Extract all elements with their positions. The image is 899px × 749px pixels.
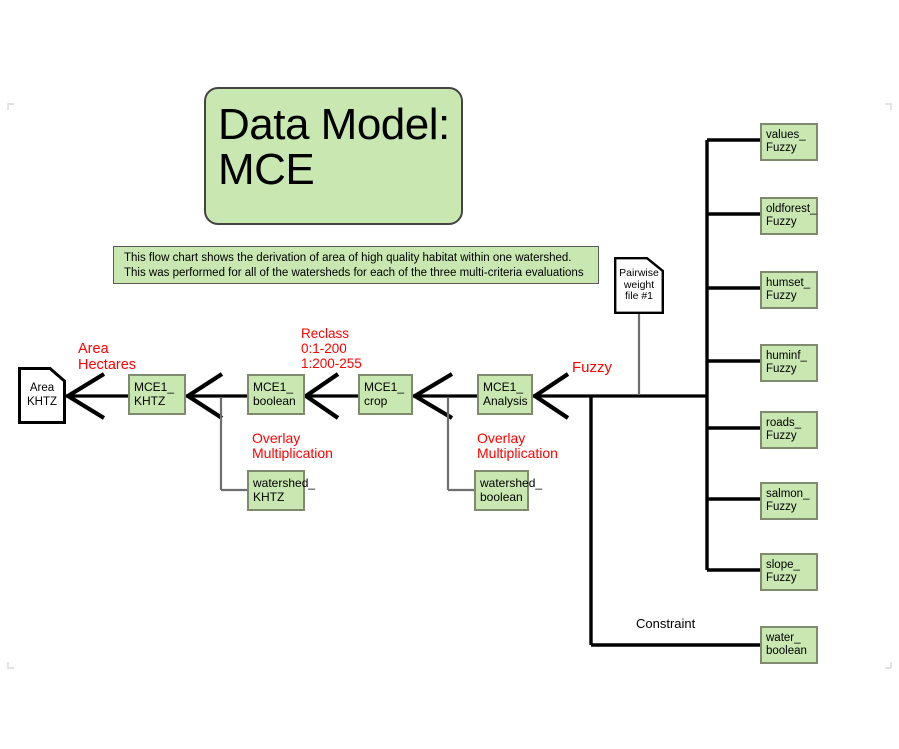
label-overlay-multiplication-right: Overlay Multiplication [477,430,558,462]
node-area-khtz-line-2: KHTZ [26,395,58,408]
node-huminf-fuzzy-line-1: huminf_ [766,350,807,363]
node-mce1-khtz-line-2: KHTZ [134,393,166,408]
node-mce1-analysis-line-1: MCE1_ [483,380,524,395]
node-huminf-fuzzy[interactable]: huminf_ Fuzzy [760,344,818,382]
node-roads-fuzzy[interactable]: roads_ Fuzzy [760,411,818,449]
node-roads-fuzzy-line-2: Fuzzy [766,430,797,442]
node-watershed-boolean-line-1: watershed_ [480,476,543,491]
node-values-fuzzy-line-1: values_ [766,129,806,142]
node-roads-fuzzy-line-1: roads_ [766,417,802,430]
label-reclass-line-1: Reclass [301,326,350,341]
description-line-1: This flow chart shows the derivation of … [124,252,572,264]
node-salmon-fuzzy[interactable]: salmon_ Fuzzy [760,482,818,520]
label-reclass-line-2: 0:1-200 [301,340,347,356]
node-mce1-boolean-line-2: boolean [253,393,296,408]
node-salmon-fuzzy-line-2: Fuzzy [766,501,797,513]
node-pairwise-line-2: weight [623,278,655,291]
node-mce1-analysis-line-2: Analysis [483,393,528,408]
title-line-1: Data Model: [218,100,450,149]
node-oldforest-fuzzy-line-1: oldforest_ [766,203,817,216]
node-pairwise-line-3: file #1 [624,290,654,303]
label-area-hectares-line-1: Area [78,341,109,357]
node-humset-fuzzy[interactable]: humset_ Fuzzy [760,271,818,309]
node-slope-fuzzy-line-1: slope_ [766,559,800,572]
node-area-khtz-line-1: Area [29,382,55,395]
label-overlay-right-line-2: Multiplication [477,445,558,462]
node-mce1-analysis[interactable]: MCE1_ Analysis [477,374,533,415]
label-area-hectares: Area Hectares [78,341,137,374]
node-watershed-khtz-line-1: watershed_ [253,476,316,491]
description-box: This flow chart shows the derivation of … [113,246,599,284]
label-overlay-left-line-1: Overlay [252,430,301,446]
label-fuzzy-line-1: Fuzzy [572,359,613,376]
node-mce1-crop-line-2: crop [364,393,388,408]
node-watershed-khtz-line-2: KHTZ [253,489,285,504]
node-pairwise-weight-file[interactable]: Pairwise weight file #1 [614,257,664,314]
label-constraint-line-1: Constraint [636,616,696,631]
node-mce1-khtz-line-1: MCE1_ [134,380,175,395]
node-oldforest-fuzzy[interactable]: oldforest_ Fuzzy [760,197,818,235]
node-mce1-boolean[interactable]: MCE1_ boolean [247,374,305,415]
node-watershed-boolean[interactable]: watershed_ boolean [474,470,542,511]
node-values-fuzzy[interactable]: values_ Fuzzy [760,123,818,161]
node-salmon-fuzzy-line-1: salmon_ [766,488,810,501]
node-watershed-boolean-line-2: boolean [480,489,523,504]
node-humset-fuzzy-line-2: Fuzzy [766,290,797,302]
node-watershed-khtz[interactable]: watershed_ KHTZ [247,470,315,511]
label-reclass-line-3: 1:200-255 [301,355,362,371]
node-pairwise-line-1: Pairwise [619,266,659,279]
node-mce1-crop-line-1: MCE1_ [364,380,405,395]
node-water-boolean-line-2: boolean [766,645,807,657]
document-shape-icon [18,367,66,424]
arrowheads [63,372,570,420]
node-oldforest-fuzzy-line-2: Fuzzy [766,216,797,228]
label-overlay-right-line-1: Overlay [477,430,526,446]
node-slope-fuzzy-line-2: Fuzzy [766,572,797,584]
node-mce1-boolean-line-1: MCE1_ [253,380,294,395]
label-reclass: Reclass 0:1-200 1:200-255 [301,326,362,372]
node-huminf-fuzzy-line-2: Fuzzy [766,363,797,375]
document-shape-icon [614,257,664,314]
description-line-2: This was performed for all of the waters… [124,267,584,280]
node-area-khtz[interactable]: Area KHTZ [18,367,66,424]
node-slope-fuzzy[interactable]: slope_ Fuzzy [760,553,818,591]
label-constraint: Constraint [636,616,696,631]
label-overlay-multiplication-left: Overlay Multiplication [252,430,333,462]
title-box: Data Model: MCE [204,87,463,225]
node-mce1-khtz[interactable]: MCE1_ KHTZ [128,374,186,415]
label-area-hectares-line-2: Hectares [78,356,137,373]
label-overlay-left-line-2: Multiplication [252,445,333,462]
node-water-boolean-line-1: water_ [766,632,801,645]
node-mce1-crop[interactable]: MCE1_ crop [358,374,413,415]
node-humset-fuzzy-line-1: humset_ [766,277,811,290]
node-water-boolean[interactable]: water_ boolean [760,626,818,664]
title-line-2: MCE [218,144,315,194]
label-fuzzy: Fuzzy [572,359,613,377]
node-values-fuzzy-line-2: Fuzzy [766,142,797,154]
